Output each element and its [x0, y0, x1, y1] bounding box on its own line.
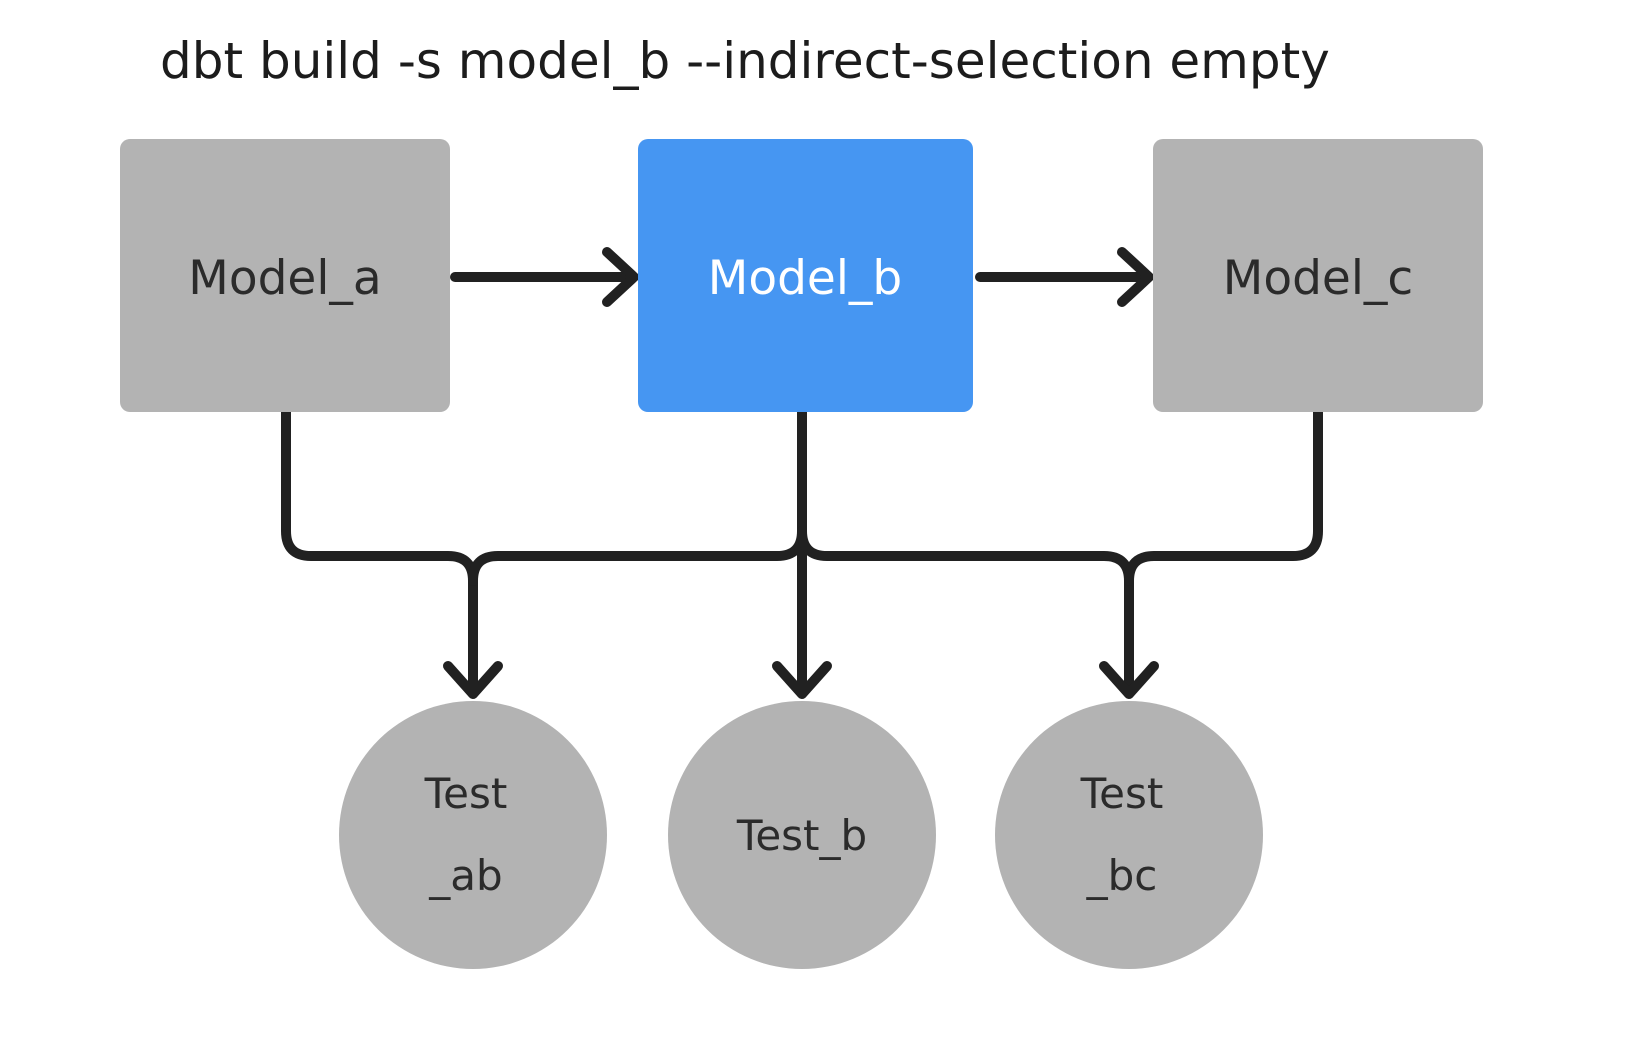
edge-model-c-to-test-bc: [1124, 407, 1323, 586]
node-test-ab: Test _ab: [339, 701, 607, 969]
command-title: dbt build -s model_b --indirect-selectio…: [160, 32, 1330, 90]
model-a-box: [120, 139, 450, 412]
edge-model-b-to-test-ab: [468, 526, 807, 586]
edge-group: [281, 247, 1323, 699]
test-ab-label-line2: _ab: [428, 851, 502, 900]
model-b-box: [638, 139, 973, 412]
edge-model-b-to-model-c-arrowhead: [1117, 247, 1154, 307]
test-ab-label-line1: Test: [424, 769, 508, 818]
test-b-label: Test_b: [736, 811, 867, 860]
node-test-bc: Test _bc: [995, 701, 1263, 969]
node-model-c: Model_c: [1153, 139, 1483, 412]
node-model-a: Model_a: [120, 139, 450, 412]
test-bc-label-line2: _bc: [1086, 851, 1158, 900]
arrowhead-test-b: [772, 661, 832, 699]
edge-model-a-to-model-b-arrowhead: [602, 247, 639, 307]
node-test-b: Test_b: [668, 701, 936, 969]
node-model-b: Model_b: [638, 139, 973, 412]
model-c-box: [1153, 139, 1483, 412]
arrowhead-test-ab: [443, 661, 503, 699]
model-a-label: Model_a: [188, 251, 381, 306]
test-b-circle: [668, 701, 936, 969]
test-bc-label-line1: Test: [1080, 769, 1164, 818]
edge-model-a-to-test-ab: [281, 407, 478, 691]
test-bc-circle: [995, 701, 1263, 969]
edge-model-b-to-test-bc: [797, 526, 1134, 691]
arrowhead-test-bc: [1099, 661, 1159, 699]
model-c-label: Model_c: [1223, 251, 1413, 306]
test-ab-circle: [339, 701, 607, 969]
model-b-label: Model_b: [708, 251, 902, 306]
